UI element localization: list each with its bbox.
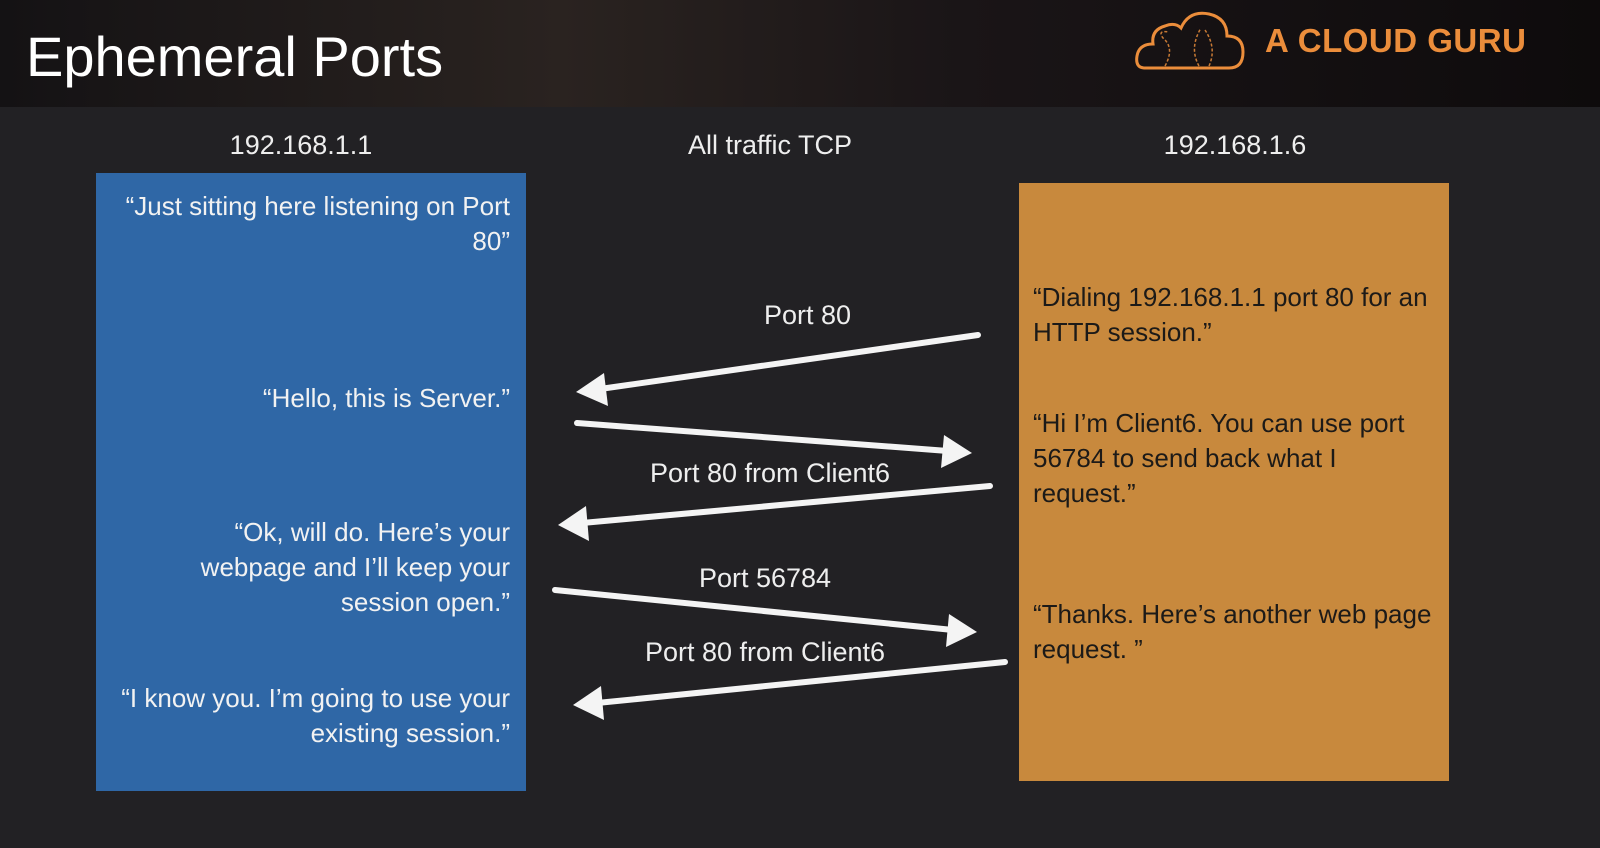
arrow-right [574,420,951,454]
server-box: “Just sitting here listening on Port 80”… [96,173,526,791]
server-ip-label: 192.168.1.1 [229,130,373,160]
arrow-label: Port 80 from Client6 [649,458,891,488]
arrow-label: Port 56784 [698,563,832,593]
arrowhead-icon [573,686,604,720]
client-message: “Thanks. Here’s another web page request… [1033,599,1432,664]
server-message: “Ok, will do. Here’s your webpage and I’… [200,517,510,617]
slide-title: Ephemeral Ports [26,25,444,88]
client-message: “Dialing 192.168.1.1 port 80 for an HTTP… [1033,282,1428,347]
arrow-left [579,483,993,526]
client-message: “Hi I’m Client6. You can use port 56784 … [1033,408,1405,508]
header-bar: Ephemeral Ports A CLOUD GURU [0,0,1600,107]
arrow-right [552,587,956,633]
brand-logo: A CLOUD GURU [1135,8,1526,74]
server-message: “Just sitting here listening on Port 80” [125,191,510,256]
arrow-label: Port 80 [763,300,852,330]
server-message: “Hello, this is Server.” [262,383,510,413]
logo-text: A CLOUD GURU [1265,22,1527,59]
cloud-logo-icon [1135,11,1245,70]
arrow-label: Port 80 from Client6 [644,637,886,667]
arrowhead-icon [558,506,589,541]
arrow-left [597,332,981,392]
client-box: “Dialing 192.168.1.1 port 80 for an HTTP… [1019,183,1449,781]
arrowhead-icon [576,373,608,406]
server-message: “I know you. I’m going to use your exist… [121,683,510,748]
arrow-left [594,659,1008,706]
traffic-type-label: All traffic TCP [687,130,853,160]
arrowhead-icon [941,435,972,468]
arrowhead-icon [946,614,977,647]
client-ip-label: 192.168.1.6 [1163,130,1307,160]
